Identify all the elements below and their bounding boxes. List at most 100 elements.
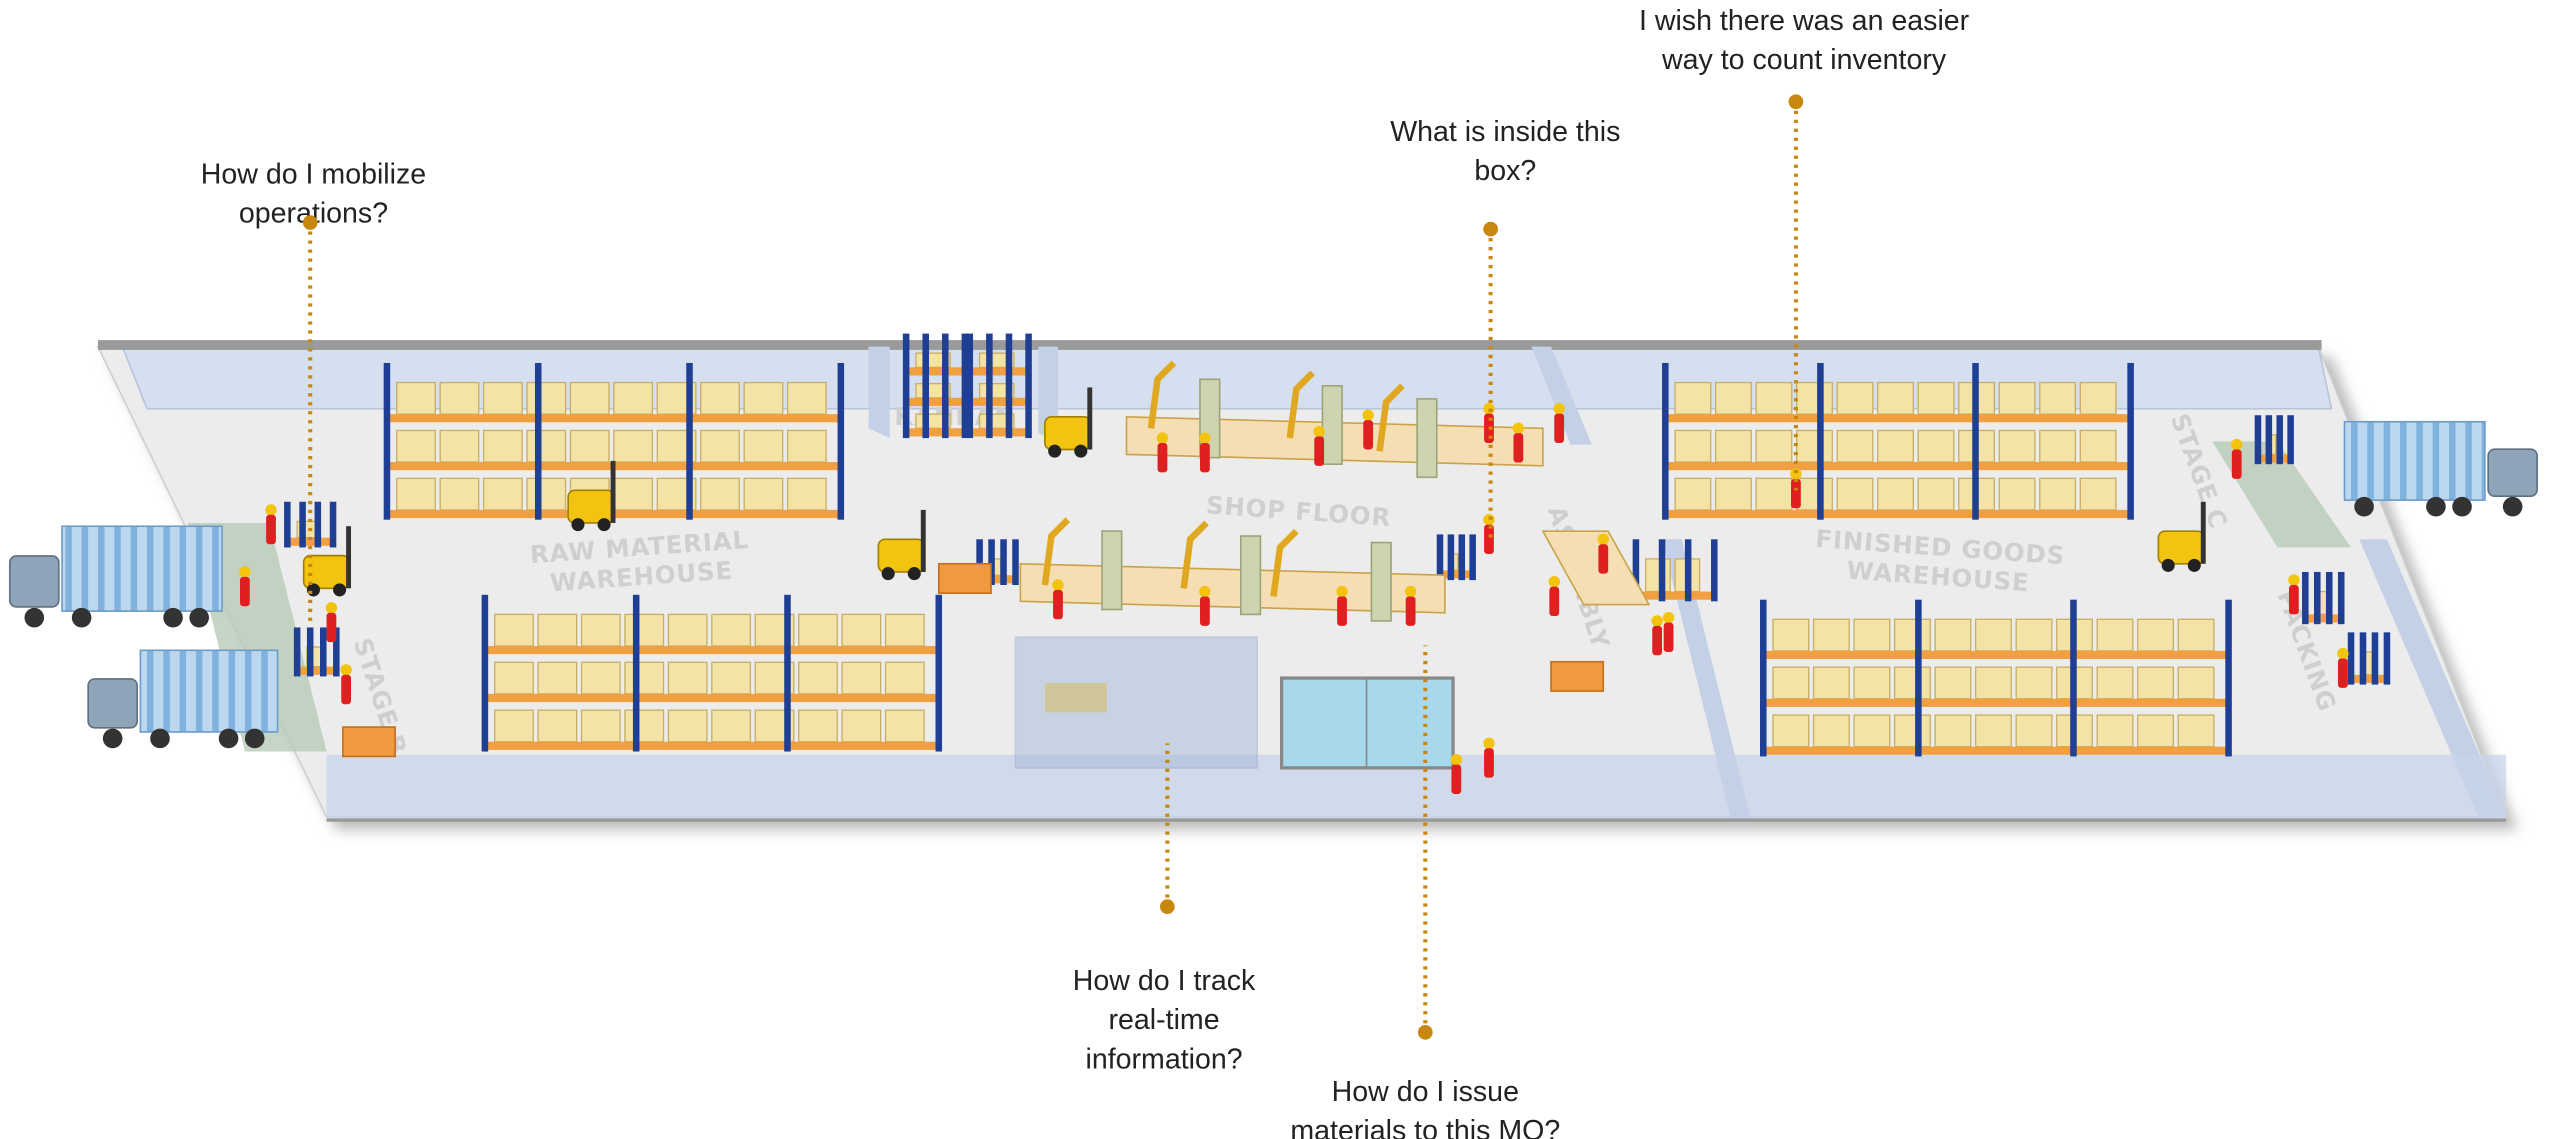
- rack-upright: [284, 501, 291, 548]
- rack-upright: [1760, 599, 1767, 757]
- worker-helmet: [1483, 737, 1495, 750]
- box: [1796, 477, 1833, 511]
- worker: [2231, 438, 2243, 479]
- worker-helmet: [1404, 585, 1417, 598]
- stage-area-right: [2212, 441, 2352, 548]
- worker-helmet: [1336, 585, 1348, 598]
- rack-upright: [293, 627, 301, 677]
- worker: [1512, 422, 1525, 463]
- rack-upright: [2347, 632, 2355, 685]
- worker: [1483, 737, 1495, 778]
- worker: [1052, 579, 1064, 620]
- forklift-wheel: [306, 583, 320, 597]
- rack-upright: [2383, 632, 2391, 685]
- truck: [2343, 420, 2538, 517]
- worker-body: [1554, 413, 1565, 443]
- box: [1893, 666, 1931, 700]
- rack: [2302, 571, 2345, 625]
- rack-upright: [2314, 571, 2321, 625]
- rack-upright: [686, 362, 693, 520]
- rack-beam: [1665, 414, 2131, 423]
- box: [1998, 381, 2036, 415]
- rack-beam: [484, 741, 939, 750]
- rack-beam: [1763, 746, 2229, 755]
- box: [1812, 618, 1850, 652]
- rack: [902, 333, 969, 439]
- worker: [239, 566, 251, 607]
- box: [624, 661, 665, 695]
- worker-body: [1200, 442, 1210, 473]
- box: [613, 429, 654, 463]
- vehicles: [8, 387, 2538, 749]
- box: [884, 613, 925, 647]
- worker-body: [2337, 658, 2348, 688]
- box: [711, 613, 752, 647]
- box: [667, 709, 708, 743]
- rack-beam: [2351, 674, 2387, 683]
- worker: [1156, 432, 1169, 473]
- rack-beam: [969, 428, 1029, 437]
- box: [798, 709, 838, 743]
- truck-cab: [8, 555, 60, 608]
- box: [1674, 477, 1712, 511]
- worker-body: [326, 612, 337, 643]
- box: [1714, 477, 1752, 511]
- rack-upright: [320, 627, 327, 677]
- truck-trailer: [139, 649, 279, 733]
- robot-arm: [1376, 383, 1405, 452]
- worker-helmet: [340, 664, 352, 676]
- rack-upright: [1662, 362, 1669, 520]
- robot-arm: [1270, 528, 1299, 597]
- box: [580, 661, 621, 695]
- box: [482, 429, 523, 463]
- worker-body: [1513, 433, 1524, 463]
- worker: [1790, 468, 1802, 509]
- forklift-wheel: [333, 583, 347, 597]
- robot-arm: [1180, 520, 1209, 589]
- forklift-mast: [610, 460, 616, 523]
- box: [2039, 429, 2077, 463]
- worker-body: [1053, 589, 1063, 620]
- machine-panel: [1240, 535, 1262, 616]
- box: [482, 477, 523, 511]
- rack-upright: [2127, 362, 2134, 520]
- rack-upright: [2325, 571, 2333, 625]
- box: [743, 429, 784, 463]
- worker-helmet: [2231, 438, 2243, 451]
- box: [1975, 666, 2012, 700]
- rack-upright: [306, 627, 314, 677]
- box: [841, 613, 882, 647]
- box: [2039, 381, 2077, 415]
- rack-upright: [534, 362, 542, 520]
- worker-helmet: [1553, 402, 1565, 415]
- worker-helmet: [1548, 576, 1560, 588]
- rack-upright: [1436, 534, 1444, 581]
- box: [884, 709, 925, 743]
- worker-helmet: [1790, 468, 1802, 480]
- forklift-wheel: [597, 518, 611, 532]
- box: [569, 429, 610, 463]
- worker-body: [1314, 436, 1325, 466]
- rack-upright: [1972, 362, 1979, 520]
- worker-helmet: [265, 504, 277, 516]
- assembly-table: [1541, 530, 1651, 606]
- worker: [340, 664, 352, 705]
- worker-body: [1405, 596, 1416, 626]
- box: [1877, 381, 1914, 415]
- box: [786, 381, 827, 415]
- rack: [2254, 415, 2294, 465]
- worker-body: [341, 674, 352, 705]
- right-wall: [2359, 539, 2507, 817]
- worker-helmet: [1662, 611, 1675, 624]
- forklift-body: [1044, 416, 1092, 451]
- box: [1674, 381, 1712, 415]
- rack-upright: [902, 333, 910, 439]
- box: [1714, 429, 1752, 463]
- box: [711, 661, 752, 695]
- worker-helmet: [1199, 585, 1211, 598]
- rack-beam: [969, 397, 1029, 406]
- forklift-wheel: [2161, 558, 2175, 572]
- truck-trailer: [2343, 420, 2486, 501]
